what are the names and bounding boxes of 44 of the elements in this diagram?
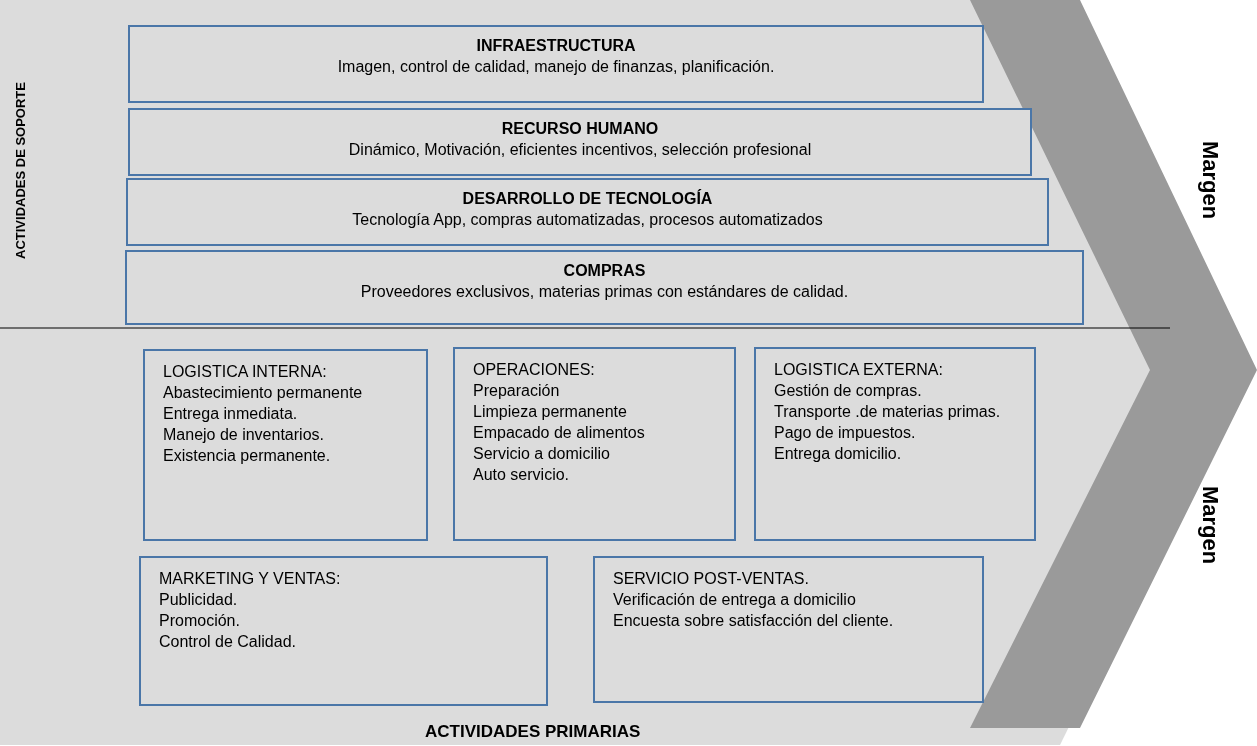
list-item: Abastecimiento permanente bbox=[163, 383, 364, 403]
list-item: Publicidad. bbox=[159, 590, 239, 610]
support-activity-box bbox=[126, 178, 1049, 246]
box-heading: RECURSO HUMANO bbox=[500, 120, 660, 138]
box-heading: COMPRAS bbox=[562, 262, 647, 280]
support-activity-box bbox=[128, 108, 1032, 176]
box-heading: LOGISTICA EXTERNA: bbox=[774, 360, 944, 380]
list-item: Control de Calidad. bbox=[159, 632, 297, 652]
list-item: Promoción. bbox=[159, 611, 241, 631]
primary-activity-box bbox=[453, 347, 736, 541]
list-item: Encuesta sobre satisfacción del cliente. bbox=[613, 611, 895, 631]
box-heading: LOGISTICA INTERNA: bbox=[163, 362, 328, 382]
support-activity-box bbox=[128, 25, 984, 103]
box-heading: INFRAESTRUCTURA bbox=[475, 37, 637, 55]
primary-activity-box bbox=[139, 556, 548, 706]
list-item: Entrega inmediata. bbox=[163, 404, 299, 424]
primary-activity-box bbox=[593, 556, 984, 703]
list-item: Limpieza permanente bbox=[473, 402, 628, 422]
list-item: Servicio a domicilio bbox=[473, 444, 611, 464]
list-item: Verificación de entrega a domicilio bbox=[613, 590, 857, 610]
list-item: Preparación bbox=[473, 381, 561, 401]
box-description: Imagen, control de calidad, manejo de finanzas, planificación. bbox=[336, 58, 776, 76]
list-item: Entrega domicilio. bbox=[774, 444, 903, 464]
primary-activity-box bbox=[754, 347, 1036, 541]
box-description: Tecnología App, compras automatizadas, procesos automatizados bbox=[351, 211, 824, 229]
box-heading: OPERACIONES: bbox=[473, 360, 596, 380]
box-heading: MARKETING Y VENTAS: bbox=[159, 569, 342, 589]
list-item: Gestión de compras. bbox=[774, 381, 923, 401]
list-item: Existencia permanente. bbox=[163, 446, 332, 466]
margin-label: Margen bbox=[1197, 485, 1224, 565]
list-item: Pago de impuestos. bbox=[774, 423, 917, 443]
support-activity-box bbox=[125, 250, 1084, 325]
list-item: Manejo de inventarios. bbox=[163, 425, 325, 445]
section-label: ACTIVIDADES PRIMARIAS bbox=[425, 722, 641, 742]
primary-activity-box bbox=[143, 349, 428, 541]
box-heading: DESARROLLO DE TECNOLOGÍA bbox=[461, 190, 714, 208]
margin-label: Margen bbox=[1197, 140, 1224, 220]
list-item: Transporte .de materias primas. bbox=[774, 402, 1002, 422]
box-description: Dinámico, Motivación, eficientes incentivos, selección profesional bbox=[347, 141, 813, 159]
box-description: Proveedores exclusivos, materias primas con estándares de calidad. bbox=[359, 283, 850, 301]
section-label: ACTIVIDADES DE SOPORTE bbox=[12, 81, 28, 259]
list-item: Empacado de alimentos bbox=[473, 423, 646, 443]
list-item: Auto servicio. bbox=[473, 465, 571, 485]
box-heading: SERVICIO POST-VENTAS. bbox=[613, 569, 810, 589]
